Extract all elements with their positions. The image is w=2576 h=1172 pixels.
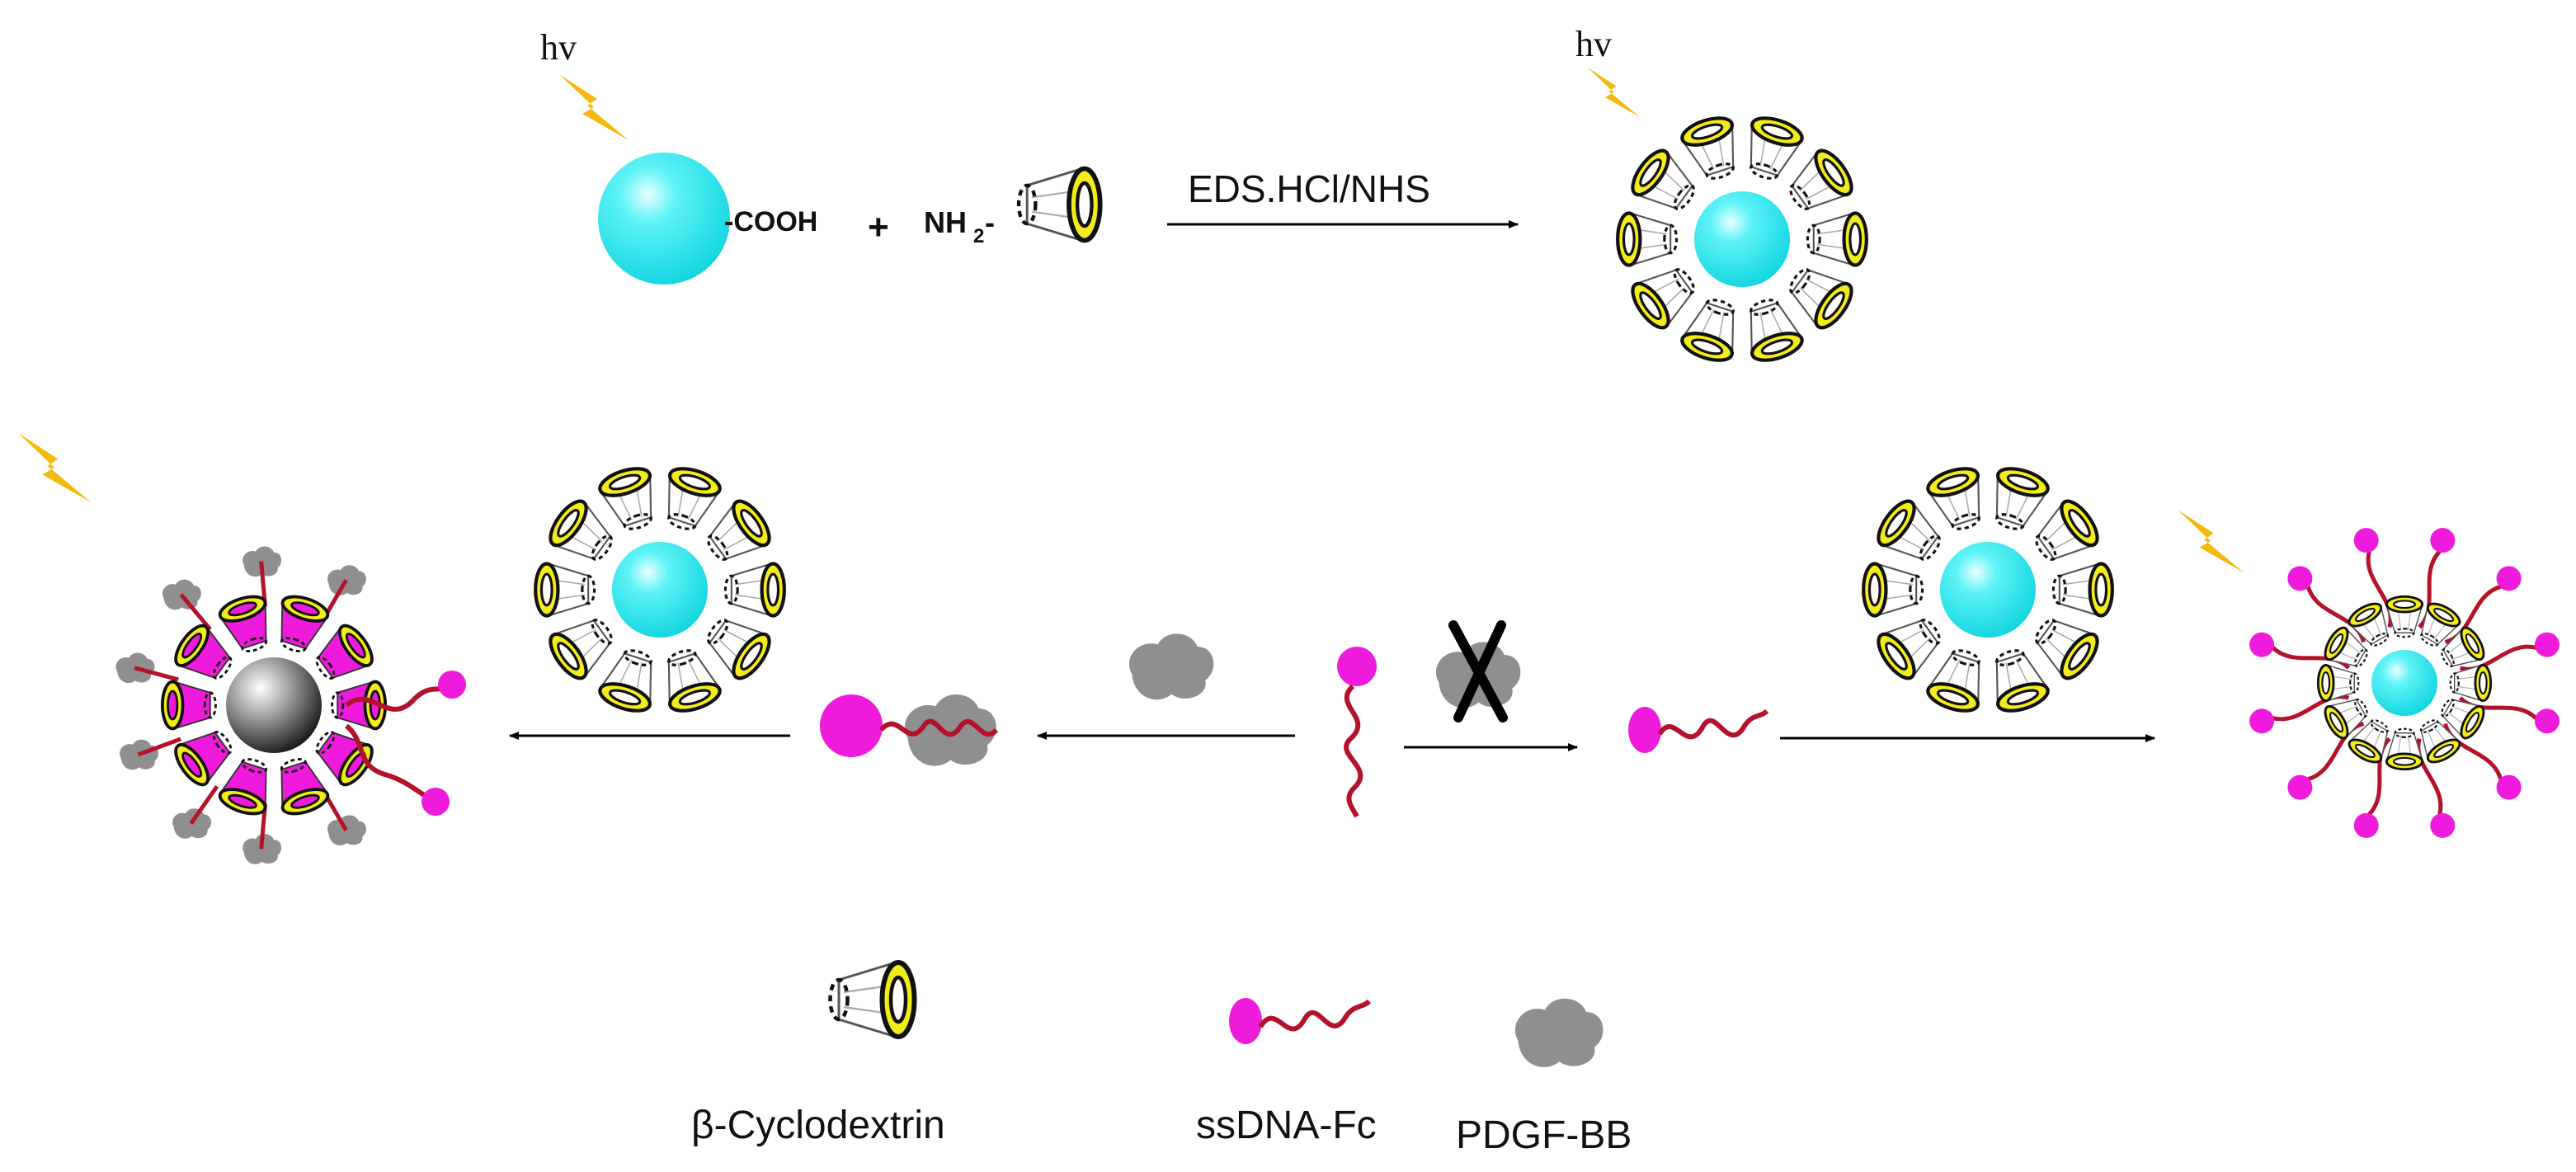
ferrocene-bead — [2534, 632, 2560, 657]
cyclodextrin-unit — [1984, 644, 2051, 716]
cyclodextrin-unit — [1984, 464, 2051, 535]
pdgf-bb-protein — [327, 815, 366, 846]
cyclodextrin-unit — [1679, 294, 1746, 365]
free-ssdna-fc — [1337, 647, 1377, 818]
cyclodextrin-unit — [656, 464, 723, 535]
reagent-label: EDS.HCl/NHS — [1188, 167, 1430, 210]
quantum-dot-nanoparticle — [598, 153, 730, 285]
lightning-icon — [1588, 68, 1640, 117]
lightning-icon — [2178, 510, 2244, 572]
ferrocene-bead — [2353, 812, 2379, 838]
cyclodextrin-unit — [596, 644, 664, 716]
dna-strand — [134, 666, 179, 682]
cyclodextrin-icon — [831, 963, 915, 1037]
ssdna-fc-icon — [1229, 998, 1372, 1044]
ferrocene-bead — [820, 694, 883, 757]
hv-label-left: hv — [540, 27, 577, 68]
ferrocene-bead — [1337, 647, 1377, 686]
lightning-icon — [559, 74, 629, 140]
pdgf-bb-protein — [327, 565, 366, 595]
cyclodextrin-unit — [596, 464, 664, 535]
cyclodextrin-unit — [656, 644, 723, 716]
cyclodextrin-unit — [535, 564, 594, 616]
amine-subscript: 2 — [973, 225, 984, 247]
cyclodextrin-unit — [2385, 595, 2424, 638]
cyclodextrin-icon — [1019, 169, 1100, 241]
pdgf-bb-icon — [1514, 998, 1604, 1067]
cyclodextrin-unit — [2385, 727, 2424, 771]
legend-ssdna-label: ssDNA-Fc — [1196, 1104, 1377, 1147]
carboxyl-label: -COOH — [724, 206, 817, 238]
ferrocene-bead — [2430, 812, 2456, 838]
cyclodextrin-unit — [725, 564, 784, 616]
cyclodextrin-guest-unit — [267, 590, 332, 659]
dna-strand — [1657, 708, 1769, 740]
electrode-core — [226, 657, 322, 753]
amine-prefix: NH — [924, 205, 967, 239]
ferrocene-bead — [1628, 707, 1661, 753]
nanoparticle-core — [612, 542, 708, 638]
cd-functionalized-nanoparticle-top — [1618, 113, 1867, 365]
ferrocene-bead — [2249, 708, 2275, 734]
cyclodextrin-unit — [1863, 564, 1922, 616]
cyclodextrin-guest-unit — [215, 590, 280, 659]
nanoparticle-core — [2371, 650, 2437, 716]
dna-strand — [344, 723, 435, 803]
ferrocene-bead — [2496, 774, 2522, 800]
blocked-x-icon — [1448, 620, 1508, 722]
ssdna-fc-horizontal — [1628, 707, 1769, 753]
legend-pdgf-label: PDGF-BB — [1456, 1113, 1632, 1157]
ferrocene-bead — [438, 671, 466, 699]
cyclodextrin-unit — [1679, 113, 1746, 185]
ferrocene-bead — [421, 788, 450, 816]
ferrocene-bead — [2287, 774, 2313, 800]
hv-label-right: hv — [1575, 24, 1612, 64]
cd-nanoparticle-middle-right — [1863, 464, 2112, 716]
cyclodextrin-unit — [1924, 644, 1992, 716]
cyclodextrin-guest-unit — [267, 751, 332, 821]
aptamer-protein-complex — [820, 694, 999, 766]
ferrocene-bead — [2287, 566, 2313, 591]
ferrocene-bead — [2353, 528, 2379, 553]
cyclodextrin-unit — [2316, 663, 2360, 703]
pdgf-bb-protein — [1128, 633, 1214, 700]
dna-strand — [189, 784, 219, 825]
dna-strand — [137, 737, 182, 757]
amine-label: NH 2 - — [924, 205, 995, 247]
cyclodextrin-guest-unit — [160, 680, 218, 731]
dna-strand — [1344, 684, 1363, 818]
amine-suffix: - — [985, 205, 995, 239]
nanoparticle-core — [1694, 191, 1790, 287]
legend-cyclodextrin-label: β-Cyclodextrin — [691, 1104, 945, 1147]
lightning-icon — [18, 433, 92, 502]
cyclodextrin-unit — [2449, 663, 2493, 703]
dna-strand — [179, 593, 212, 631]
cyclodextrin-guest-unit — [215, 751, 280, 821]
cyclodextrin-unit — [1738, 294, 1806, 365]
left-product-complex — [115, 546, 466, 864]
right-product-complex — [2249, 528, 2560, 838]
ferrocene-bead — [2496, 566, 2522, 591]
plus-sign: + — [868, 207, 889, 247]
dna-strand — [878, 718, 999, 737]
cyclodextrin-unit — [2053, 564, 2112, 616]
cyclodextrin-unit — [1924, 464, 1992, 535]
ferrocene-bead — [2534, 708, 2560, 734]
cyclodextrin-unit — [1738, 113, 1806, 185]
cyclodextrin-unit — [1807, 214, 1866, 266]
dna-strand — [345, 684, 454, 712]
ferrocene-bead — [2430, 528, 2456, 553]
ferrocene-bead — [2249, 632, 2275, 657]
nanoparticle-core — [1940, 542, 2036, 638]
cd-nanoparticle-middle-left — [535, 464, 784, 716]
cyclodextrin-unit — [1618, 214, 1676, 266]
